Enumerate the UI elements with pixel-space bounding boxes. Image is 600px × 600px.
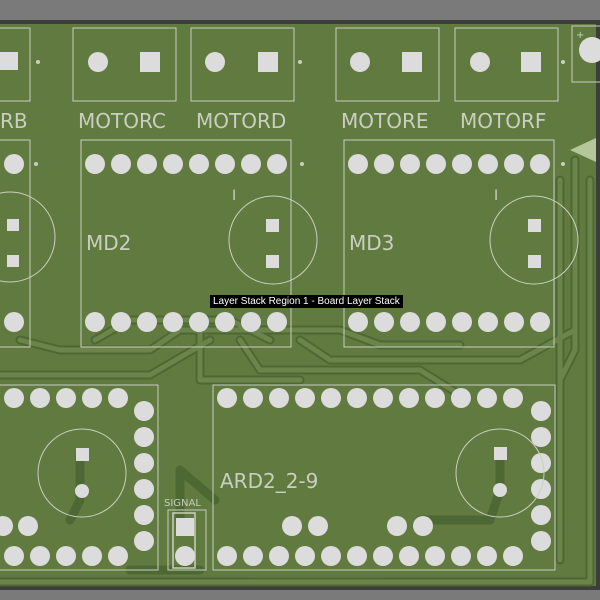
capacitor-plus-label: + [576,30,584,41]
ard2-side-pins [531,401,551,551]
md3-label: MD3 [349,231,394,255]
teardrop-marker [570,138,596,162]
board-edge-bottom [0,586,600,590]
ard-left-side-pins [134,401,154,551]
motor-connector-c[interactable] [72,27,177,102]
md3-top-pins [348,154,550,174]
md3-bottom-pins [348,312,550,332]
md2-pin1-marker: I [232,188,236,204]
ard2-bottom-pins [217,546,523,566]
ard2-top-pins [217,388,523,408]
motor-connector-e[interactable] [335,27,440,102]
board-edge-right [596,20,600,590]
ard2-label: ARD2_2-9 [220,469,318,493]
signal-connector[interactable]: SIGNAL [164,498,207,571]
board-edge-top [0,20,600,24]
motor-f-label: MOTORF [460,109,546,133]
signal-label: SIGNAL [164,498,201,509]
motor-connector-d[interactable] [190,27,302,102]
motor-driver-md2[interactable]: I MD2 [80,139,318,348]
motor-driver-md3[interactable]: I MD3 [343,139,579,348]
ard2-middle-pins [282,516,433,536]
trace-highlights [0,157,593,585]
ard-left-bottom-pins [0,516,128,566]
arduino-module-left[interactable] [0,384,159,571]
arduino-module-ard2[interactable]: ARD2_2-9 [212,384,556,571]
motor-connector-b[interactable] [0,27,40,102]
motor-driver-md1[interactable] [0,139,56,348]
motor-connector-f[interactable] [454,27,565,102]
capacitor-c1[interactable]: + [571,25,600,83]
motor-b-label: RB [0,109,28,133]
motor-d-label: MOTORD [196,109,286,133]
motor-e-label: MOTORE [341,109,429,133]
md2-bottom-pins [85,312,287,332]
md2-top-pins [85,154,287,174]
ard-left-top-pins [4,388,128,408]
md2-label: MD2 [86,231,131,255]
motor-c-label: MOTORC [78,109,166,133]
md3-pin1-marker: I [494,188,498,204]
layer-stack-tooltip: Layer Stack Region 1 - Board Layer Stack [210,295,403,308]
